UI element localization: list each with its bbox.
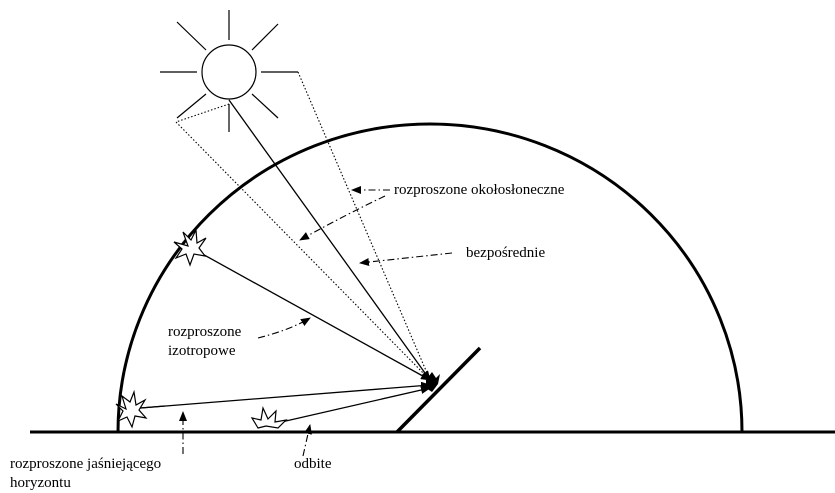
label-reflected: odbite: [294, 456, 332, 472]
label-horizon-line2: horyzontu: [10, 475, 71, 491]
pointer-circumsolar-b: [299, 195, 386, 241]
horizon-ray: [127, 381, 431, 410]
circumsolar-cone: [175, 71, 431, 381]
pointer-isotropic: [257, 317, 311, 339]
sky-dome: [116, 122, 744, 433]
label-horizon-line1: rozproszone jaśniejącego: [10, 456, 162, 472]
reflected-ray: [263, 386, 431, 427]
direct-beam: [228, 99, 431, 381]
sun-icon: [160, 10, 298, 132]
pointer-direct: [359, 252, 453, 267]
tilted-panel: [395, 346, 482, 434]
label-isotropic-line1: rozproszone: [168, 324, 242, 340]
label-circumsolar: rozproszone okołosłoneczne: [394, 182, 565, 198]
diffuse-star-icon: [173, 227, 207, 267]
isotropic-ray: [187, 245, 431, 381]
diffuse-star-icon: [115, 389, 148, 429]
pointer-reflected: [302, 424, 312, 457]
label-isotropic-line2: izotropowe: [168, 343, 236, 359]
diffuse-star-icon: [426, 372, 440, 392]
diffuse-star-icon: [250, 405, 288, 429]
label-direct: bezpośrednie: [466, 245, 546, 261]
